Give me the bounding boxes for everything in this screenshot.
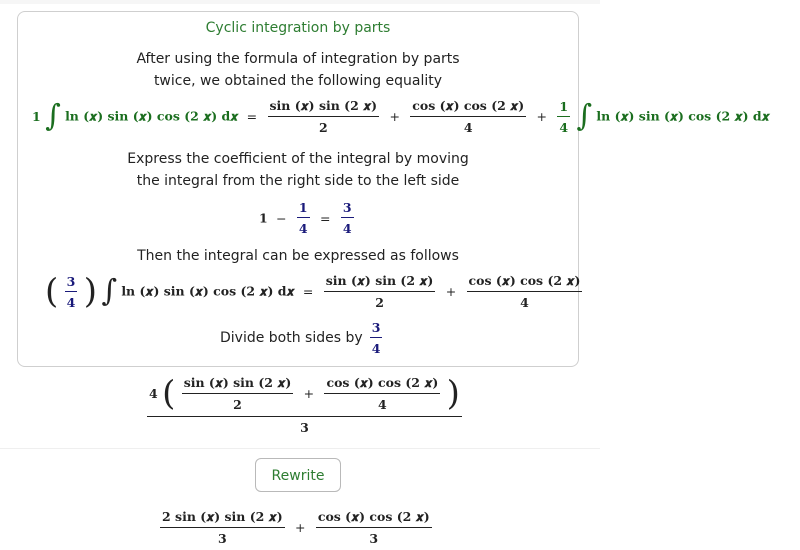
equals-sign: = [246, 109, 258, 124]
fraction-three-quarters: 3 4 [340, 200, 354, 236]
equality-equation: 1 ∫ ln (𝒙) sin (𝒙) cos (2 𝒙) d𝒙 = sin (𝒙… [32, 98, 770, 135]
numerator: cos (𝒙) cos (2 𝒙) [410, 98, 527, 117]
divide-line: Divide both sides by 3 4 [220, 320, 384, 356]
equals-sign: = [319, 210, 331, 226]
plus-sign: + [536, 109, 547, 124]
right-paren: ) [83, 271, 97, 312]
coefficient-one: 1 [32, 109, 41, 124]
numerator: 1 [557, 99, 571, 117]
integrand: ln (𝒙) sin (𝒙) cos (2 𝒙) d𝒙 [65, 108, 239, 124]
left-paren: ( [162, 373, 176, 414]
denominator: 2 [318, 120, 328, 135]
denominator: 4 [520, 295, 529, 310]
coefficient-equation: 1 − 1 4 = 3 4 [259, 200, 356, 236]
denominator: 4 [559, 119, 569, 135]
denominator: 4 [66, 294, 76, 310]
intro-line-2: twice, we obtained the following equalit… [153, 73, 443, 89]
numerator: cos (𝒙) cos (2 𝒙) [315, 509, 432, 528]
numerator: sin (𝒙) sin (2 𝒙) [181, 375, 294, 394]
numerator: cos (𝒙) cos (2 𝒙) [324, 375, 441, 394]
fraction-one-quarter: 1 4 [296, 200, 310, 236]
minus-sign: − [276, 210, 287, 226]
denominator: 2 [375, 295, 384, 310]
denominator: 4 [298, 221, 308, 236]
integral-sign: ∫ [101, 273, 117, 309]
denominator: 2 [233, 397, 242, 412]
big-denominator: 3 [300, 420, 309, 435]
numerator: cos (𝒙) cos (2 𝒙) [466, 273, 583, 292]
plus-sign: + [295, 520, 306, 535]
plus-sign: + [389, 109, 400, 124]
coef-line-2: the integral from the right side to the … [136, 173, 460, 189]
expressed-equation: ( 3 4 ) ∫ ln (𝒙) sin (𝒙) cos (2 𝒙) d𝒙 = … [45, 273, 584, 310]
integral-sign: ∫ [45, 98, 61, 134]
big-numerator: 4 ( sin (𝒙) sin (2 𝒙) 2 + cos (𝒙) cos (2… [147, 375, 462, 417]
four: 4 [149, 386, 158, 401]
denominator: 4 [463, 120, 473, 135]
plus-sign: + [303, 386, 315, 401]
numerator: 1 [296, 200, 310, 218]
fraction-cos-over-4: cos (𝒙) cos (2 𝒙) 4 [410, 98, 527, 135]
top-strip [0, 0, 600, 4]
numerator: 3 [369, 320, 383, 338]
divided-result: 4 ( sin (𝒙) sin (2 𝒙) 2 + cos (𝒙) cos (2… [145, 375, 464, 435]
denominator: 4 [342, 221, 352, 236]
intro-line-1: After using the formula of integration b… [136, 51, 460, 67]
one: 1 [259, 210, 268, 226]
coef-line-1: Express the coefficient of the integral … [127, 151, 469, 167]
rewritten-result: 2 sin (𝒙) sin (2 𝒙) 3 + cos (𝒙) cos (2 𝒙… [158, 509, 434, 546]
card-title: Cyclic integration by parts [205, 20, 391, 36]
left-paren: ( [45, 271, 59, 312]
integral-sign: ∫ [576, 98, 593, 134]
equals-sign: = [302, 284, 314, 299]
right-paren: ) [446, 373, 460, 414]
fraction-sin-over-2: sin (𝒙) sin (2 𝒙) 2 [267, 98, 380, 135]
fraction-2sin-over-3: 2 sin (𝒙) sin (2 𝒙) 3 [160, 509, 285, 546]
fraction-three-quarters: 3 4 [369, 320, 383, 356]
denominator: 3 [369, 531, 379, 546]
numerator: sin (𝒙) sin (2 𝒙) [323, 273, 436, 292]
fraction-cos-over-3: cos (𝒙) cos (2 𝒙) 3 [315, 509, 432, 546]
fraction-sin-over-2: sin (𝒙) sin (2 𝒙) 2 [323, 273, 436, 310]
fraction-cos-over-4: cos (𝒙) cos (2 𝒙) 4 [324, 375, 441, 412]
explanation-card [17, 11, 579, 367]
fraction-cos-over-4: cos (𝒙) cos (2 𝒙) 4 [466, 273, 583, 310]
plus-sign: + [445, 284, 457, 299]
denominator: 3 [217, 531, 227, 546]
expressed-text: Then the integral can be expressed as fo… [137, 248, 459, 264]
fraction-one-quarter: 1 4 [557, 99, 571, 135]
divider [0, 448, 600, 449]
divide-text: Divide both sides by [220, 330, 363, 346]
fraction-sin-over-2: sin (𝒙) sin (2 𝒙) 2 [181, 375, 294, 412]
fraction-three-quarters: 3 4 [64, 274, 78, 310]
big-fraction: 4 ( sin (𝒙) sin (2 𝒙) 2 + cos (𝒙) cos (2… [147, 375, 462, 435]
numerator: 3 [340, 200, 354, 218]
integrand: ln (𝒙) sin (𝒙) cos (2 𝒙) d𝒙 [121, 283, 295, 299]
integrand: ln (𝒙) sin (𝒙) cos (2 𝒙) d𝒙 [596, 108, 770, 124]
numerator: sin (𝒙) sin (2 𝒙) [267, 98, 380, 117]
rewrite-button[interactable]: Rewrite [255, 458, 341, 492]
denominator: 4 [371, 341, 381, 356]
numerator: 2 sin (𝒙) sin (2 𝒙) [160, 509, 285, 528]
denominator: 4 [378, 397, 387, 412]
numerator: 3 [64, 274, 78, 292]
